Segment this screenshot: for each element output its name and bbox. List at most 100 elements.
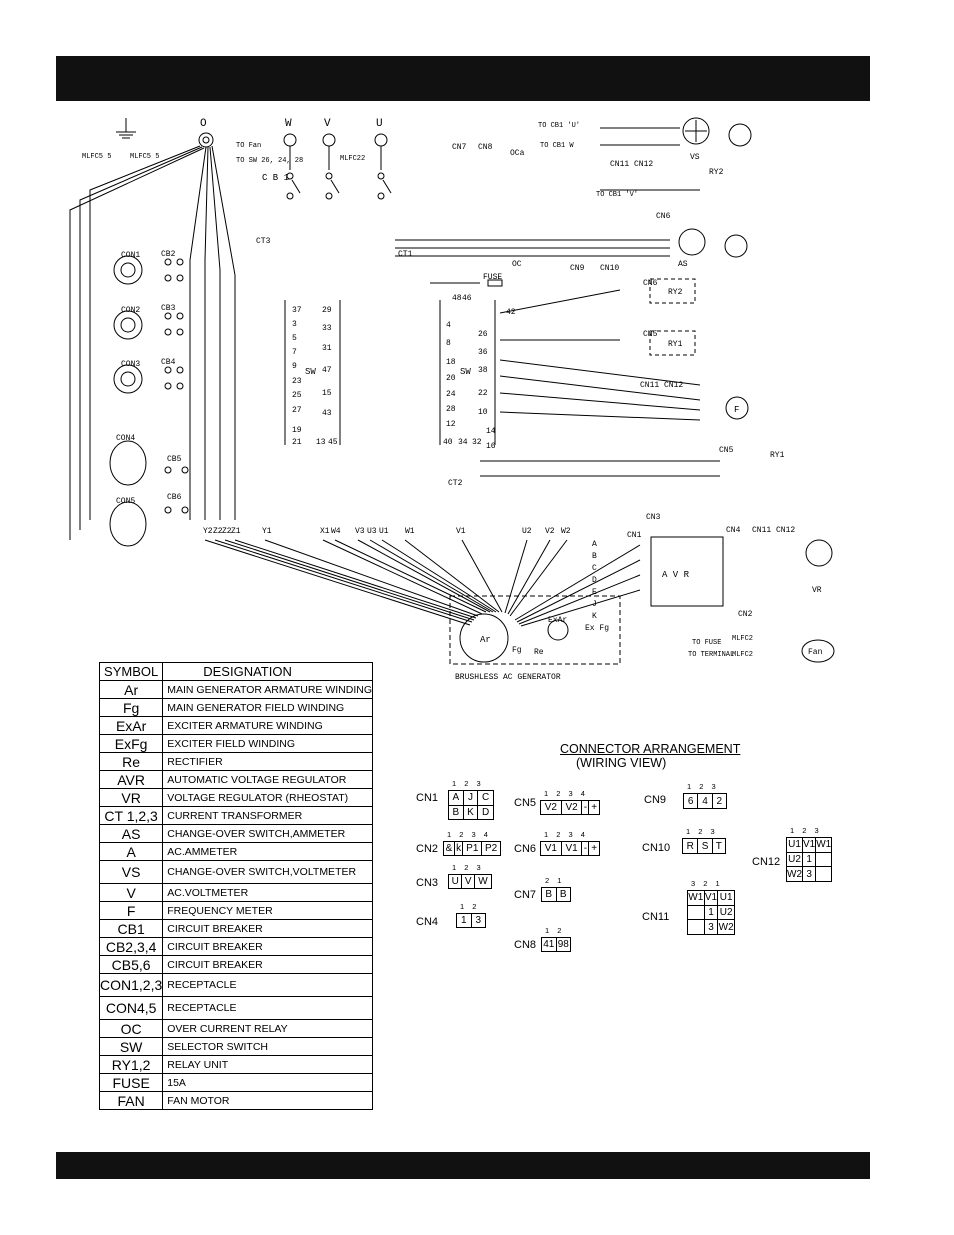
legend-designation: CURRENT TRANSFORMER bbox=[162, 806, 373, 825]
connector-pin: W bbox=[473, 874, 493, 889]
legend-symbol: RY1,2 bbox=[98, 1055, 164, 1074]
wire-label: V3 bbox=[355, 527, 365, 536]
mlfc5-label-2: MLFC5 5 bbox=[130, 153, 159, 161]
legend-symbol: AS bbox=[98, 824, 164, 843]
ry1-lower-label: RY1 bbox=[770, 451, 785, 460]
switch-terminal-left: 29 bbox=[322, 306, 332, 315]
connector-pin: & bbox=[443, 841, 455, 856]
wire-label: W1 bbox=[405, 527, 415, 536]
header-bar bbox=[56, 56, 870, 101]
connector-pin bbox=[815, 866, 833, 882]
connector-pin: 3 bbox=[703, 919, 719, 935]
ry1-relay bbox=[649, 330, 696, 356]
wire-label: W4 bbox=[331, 527, 341, 536]
con5-label: CON5 bbox=[116, 497, 135, 506]
con5-receptacle bbox=[109, 501, 147, 547]
cn7-name: CN7 bbox=[514, 889, 537, 901]
cn5-right-label: CN5 bbox=[643, 330, 658, 339]
cb1-breaker bbox=[286, 172, 392, 200]
switch-terminal-left: 43 bbox=[322, 409, 332, 418]
con1-receptacle bbox=[113, 255, 143, 285]
connector-pin: B bbox=[541, 887, 557, 902]
avr-input-label: C bbox=[592, 564, 597, 573]
cb6-label: CB6 bbox=[167, 493, 182, 502]
switch-terminal-right: 48 bbox=[452, 294, 462, 303]
switch-terminal-right: 18 bbox=[446, 358, 456, 367]
connector-pin: + bbox=[588, 841, 600, 856]
fg-label: Fg bbox=[512, 646, 522, 655]
legend-symbol: V bbox=[98, 883, 164, 902]
cb4-label: CB4 bbox=[161, 358, 176, 367]
connector-pin: P1 bbox=[462, 841, 483, 856]
legend-symbol: Re bbox=[98, 752, 164, 771]
legend-designation: 15A bbox=[162, 1073, 373, 1092]
connector-pin: 2 bbox=[711, 793, 728, 809]
legend-designation: CHANGE-OVER SWITCH,AMMETER bbox=[162, 824, 373, 843]
wire-label: Z2 bbox=[222, 527, 232, 536]
connector-pin: V1 bbox=[703, 890, 719, 906]
switch-terminal-left: 47 bbox=[322, 366, 332, 375]
cn1-name: CN1 bbox=[416, 792, 439, 804]
wire-label: X1 bbox=[320, 527, 330, 536]
connector-pin: W1 bbox=[687, 890, 705, 906]
legend-symbol: VR bbox=[98, 788, 164, 807]
switch-terminal-left: 27 bbox=[292, 406, 302, 415]
switch-terminal-left: 21 bbox=[292, 438, 302, 447]
legend-designation-header: DESIGNATION bbox=[162, 662, 373, 681]
con2-receptacle bbox=[113, 310, 143, 340]
cn6-right-label: CN6 bbox=[643, 279, 658, 288]
ammeter-icon bbox=[724, 234, 748, 258]
as-label: AS bbox=[678, 260, 688, 269]
switch-terminal-right: 40 bbox=[443, 438, 453, 447]
wire-label: W2 bbox=[561, 527, 571, 536]
vs-label: VS bbox=[690, 153, 700, 162]
cb1-label: C B 1 bbox=[262, 173, 289, 183]
wire-label: U2 bbox=[522, 527, 532, 536]
legend-symbol: AVR bbox=[98, 770, 164, 789]
legend-designation: AUTOMATIC VOLTAGE REGULATOR bbox=[162, 770, 373, 789]
connector-pin: U bbox=[447, 874, 463, 889]
ry1-right-label: RY1 bbox=[668, 340, 683, 349]
con2-label: CON2 bbox=[121, 306, 140, 315]
switch-terminal-right: 28 bbox=[446, 405, 456, 414]
to-cb1-v-label: TO CB1 'V' bbox=[596, 191, 638, 199]
switch-terminal-left: 15 bbox=[322, 389, 332, 398]
oc-label: OC bbox=[512, 260, 522, 269]
ry2-top-label: RY2 bbox=[709, 168, 724, 177]
cn1-label: CN1 bbox=[627, 531, 642, 540]
selector-switch-left bbox=[284, 300, 341, 445]
legend-symbol: CON4,5 bbox=[98, 996, 164, 1020]
vr-rheostat-icon bbox=[805, 539, 833, 567]
legend-designation: AC.VOLTMETER bbox=[162, 883, 373, 902]
con1-label: CON1 bbox=[121, 251, 140, 260]
sw-right-label: SW bbox=[460, 367, 471, 377]
terminal-o-label: O bbox=[200, 118, 207, 130]
avr-input-label: J bbox=[592, 600, 597, 609]
legend-designation: RECEPTACLE bbox=[162, 996, 373, 1020]
oca-label: OCa bbox=[510, 149, 525, 158]
voltmeter-icon bbox=[728, 123, 752, 147]
ground-icon bbox=[116, 118, 136, 139]
legend-designation: EXCITER FIELD WINDING bbox=[162, 734, 373, 753]
ct1-label: CT1 bbox=[398, 250, 413, 259]
cn11-pin-numbers: 3 2 1 bbox=[691, 879, 723, 888]
switch-terminal-left: 19 bbox=[292, 426, 302, 435]
switch-terminal-right: 16 bbox=[486, 442, 496, 451]
to-cb1-w-label: TO CB1 W bbox=[540, 142, 574, 150]
cb3-label: CB3 bbox=[161, 304, 176, 313]
cn5-lower-label: CN5 bbox=[719, 446, 734, 455]
legend-designation: RECTIFIER bbox=[162, 752, 373, 771]
cn4-name: CN4 bbox=[416, 916, 439, 928]
